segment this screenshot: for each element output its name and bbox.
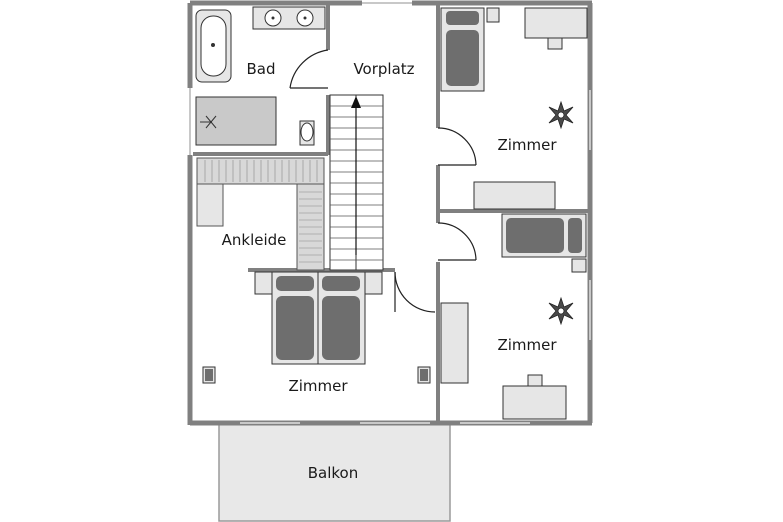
sideboard-top-right xyxy=(473,181,556,210)
room-label-vorplatz: Vorplatz xyxy=(353,60,414,78)
bed-mid-right xyxy=(501,213,587,258)
nightstand xyxy=(486,7,500,23)
room-label-zimmer-top-right: Zimmer xyxy=(497,136,557,154)
closet-shelf-left xyxy=(196,183,224,227)
balcony-area xyxy=(218,422,451,522)
door-swings xyxy=(289,49,477,313)
chair-right xyxy=(417,366,431,384)
shower xyxy=(195,96,277,146)
desk-top-right xyxy=(524,7,588,50)
double-sink xyxy=(252,6,326,30)
room-label-bad: Bad xyxy=(246,60,275,78)
stair-arrow-icon xyxy=(351,96,361,255)
windows xyxy=(189,2,591,424)
plant-icon xyxy=(548,296,574,326)
wardrobe-mid-right xyxy=(440,302,469,384)
double-bed xyxy=(254,271,383,365)
bed-top-right xyxy=(440,7,485,92)
bathtub xyxy=(195,9,232,83)
room-label-zimmer-mid-right: Zimmer xyxy=(497,336,557,354)
nightstand-mid xyxy=(571,258,587,273)
room-label-balkon: Balkon xyxy=(308,464,359,482)
closet-rack-top xyxy=(196,157,325,185)
plant-icon xyxy=(548,100,574,130)
toilet xyxy=(299,120,315,146)
chair-left xyxy=(202,366,216,384)
closet-rack-right xyxy=(296,183,325,271)
room-label-ankleide: Ankleide xyxy=(222,231,287,249)
room-label-zimmer-master: Zimmer xyxy=(288,377,348,395)
desk-mid-right xyxy=(502,374,567,420)
